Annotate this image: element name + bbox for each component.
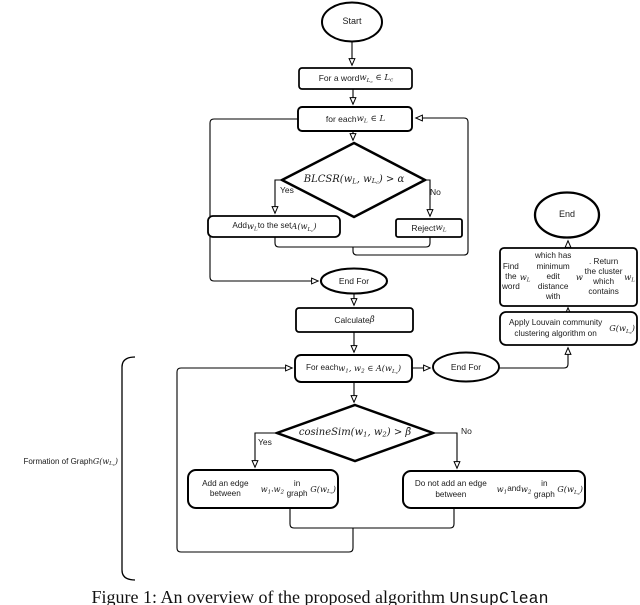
reject-word-box	[395, 218, 463, 238]
find-word-box	[499, 247, 638, 307]
arrow-endfor2-to-louvain	[499, 348, 568, 369]
cosine-decision-label: cosineSim(w1, w2) > β̄	[298, 426, 412, 439]
find-word-label: Find the word wL which has minimum edit …	[502, 251, 635, 302]
blcsr-yes-label: Yes	[280, 184, 294, 195]
arrow-loop-back-to-foreach	[352, 118, 469, 256]
blcsr-decision-label: BLCSR(wL, wLc) > α	[303, 173, 405, 187]
blcsr-diamond	[279, 141, 428, 219]
calculate-beta-box	[295, 307, 414, 333]
arrow-cosine-yes	[255, 432, 277, 467]
for-word-box	[298, 67, 413, 90]
no-edge-node-label: Do not add an edge between w1 and w2 in …	[414, 479, 583, 499]
line-merge-add-reject	[274, 237, 431, 248]
arrow-cosine-no	[433, 432, 457, 468]
cosine-yes-label: Yes	[258, 436, 272, 447]
blcsr-no-label: No	[430, 186, 441, 197]
end-for-outer-label: End For	[450, 362, 482, 373]
figure-caption: Figure 1: An overview of the proposed al…	[0, 587, 640, 605]
for-each-pair-label: For each w1, w2 ∈ A(wLc)	[305, 363, 402, 375]
reject-word-node-label: Reject wL	[411, 222, 447, 234]
end-oval	[533, 191, 601, 239]
end-node-label: End	[558, 209, 575, 220]
add-edge-node-label: Add an edge between w1 , w2 in graph G(w…	[202, 478, 336, 498]
start-oval	[321, 1, 383, 43]
no-edge-box	[402, 470, 586, 509]
figure-caption-text: Figure 1: An overview of the proposed al…	[91, 587, 450, 605]
add-word-node-label: Add wL to the set A(wLc)	[232, 221, 317, 233]
brace-label: Formation of Graph G(wLc)	[23, 457, 118, 468]
cosine-diamond	[273, 403, 437, 463]
apply-louvain-box	[499, 311, 638, 346]
cosine-no-label: No	[461, 425, 472, 436]
add-edge-box	[187, 469, 339, 509]
grouping-bracket	[121, 356, 136, 581]
figure-caption-algorithm-name: UnsupClean	[449, 589, 549, 605]
apply-louvain-label: Apply Louvain community clustering algor…	[508, 318, 635, 338]
start-node-label: Start	[342, 16, 362, 27]
arrow-loop-back-to-foreachpair	[176, 368, 354, 553]
for-word-node-label: For a word wLc ∈ Lc	[318, 73, 394, 84]
end-for-inner-oval	[319, 267, 389, 295]
for-each-word-node-label: for each wL ∈ L	[325, 113, 386, 125]
end-for-inner-label: End For	[338, 276, 370, 287]
end-for-outer-oval	[432, 351, 500, 383]
arrow-foreach-exit-to-endfor	[209, 118, 318, 281]
line-merge-edge-boxes	[289, 508, 455, 529]
for-each-word-box	[297, 106, 413, 132]
calculate-beta-label: Calculate β̄	[334, 314, 375, 325]
for-each-pair-box	[294, 354, 413, 383]
add-word-box	[207, 215, 341, 238]
